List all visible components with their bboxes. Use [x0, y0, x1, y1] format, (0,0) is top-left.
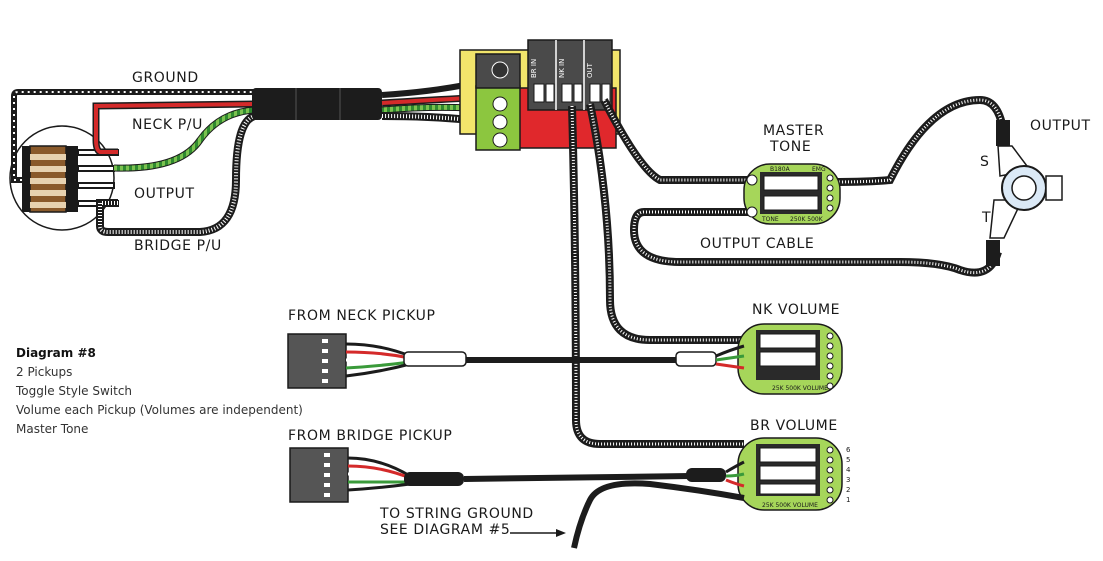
- description-line: Volume each Pickup (Volumes are independ…: [16, 403, 303, 417]
- pin-number: 4: [846, 466, 851, 474]
- string-ground-label-2: SEE DIAGRAM #5: [380, 522, 510, 538]
- pin-number: 1: [846, 496, 850, 504]
- bridge-pickup-connector: [289, 447, 745, 503]
- board-to-pots-wires: [568, 95, 1008, 448]
- switch-col-out: OUT: [586, 62, 594, 78]
- string-ground-wire: [510, 480, 745, 549]
- labels: GROUND NECK P/U OUTPUT BRIDGE P/U MASTER…: [132, 70, 1091, 538]
- from-bridge-label: FROM BRIDGE PICKUP: [288, 428, 452, 444]
- br-volume-bottom: 25K 500K VOLUME: [762, 502, 818, 509]
- string-ground-label-1: TO STRING GROUND: [379, 506, 534, 522]
- br-volume-pot: 25K 500K VOLUME: [737, 437, 843, 511]
- pin-number: 3: [846, 476, 850, 484]
- pin-number: 2: [846, 486, 850, 494]
- diagram-description: Diagram #8 2 Pickups Toggle Style Switch…: [16, 344, 303, 439]
- br-volume-pin-numbers: 6 5 4 3 2 1: [846, 446, 851, 504]
- description-title: Diagram #8: [16, 346, 96, 360]
- neck-pu-label: NECK P/U: [132, 117, 203, 133]
- description-line: Toggle Style Switch: [16, 384, 133, 398]
- output-jack: [986, 120, 1063, 266]
- tone-pot-top-label: B180A: [770, 166, 791, 173]
- br-volume-label: BR VOLUME: [750, 418, 838, 434]
- bundle-to-board-wires: [381, 81, 471, 124]
- bridge-pu-label: BRIDGE P/U: [134, 238, 222, 254]
- tone-pot-bottom-2: TONE: [761, 216, 779, 223]
- output-cable-label: OUTPUT CABLE: [700, 236, 814, 252]
- master-tone-label-2: TONE: [769, 139, 811, 155]
- switch-col-nk: NK IN: [558, 59, 566, 78]
- from-neck-label: FROM NECK PICKUP: [288, 308, 436, 324]
- switch-wires: [11, 89, 257, 236]
- tone-pot-emg-label: EMG: [812, 166, 826, 173]
- tone-pot-bottom-1: 250K 500K: [790, 216, 824, 223]
- heat-shrink-bundle: [252, 88, 382, 120]
- master-tone-label-1: MASTER: [763, 123, 824, 139]
- description-line: Master Tone: [16, 422, 89, 436]
- output-label: OUTPUT: [134, 186, 195, 202]
- ground-label: GROUND: [132, 70, 199, 86]
- output-jack-label: OUTPUT: [1030, 118, 1091, 134]
- master-tone-pot: B180A EMG 250K 500K TONE: [743, 163, 841, 225]
- nk-volume-bottom: 25K 500K VOLUME: [772, 385, 828, 392]
- pin-number: 6: [846, 446, 851, 454]
- jack-t-label: T: [981, 210, 991, 226]
- nk-volume-label: NK VOLUME: [752, 302, 840, 318]
- nk-volume-pot: 25K 500K VOLUME: [737, 323, 843, 395]
- pin-number: 5: [846, 456, 850, 464]
- switch-col-br: BR IN: [530, 59, 538, 78]
- neck-pickup-connector: [287, 333, 745, 389]
- description-line: 2 Pickups: [16, 365, 73, 379]
- jack-s-label: S: [980, 154, 990, 170]
